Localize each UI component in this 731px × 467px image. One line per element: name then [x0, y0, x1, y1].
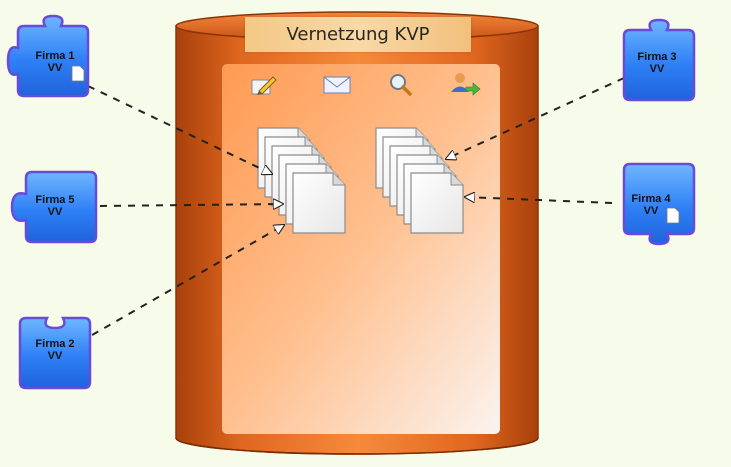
connector-firma2 [79, 225, 284, 343]
user-transfer-icon[interactable] [451, 73, 481, 96]
puzzle-firma2[interactable] [18, 316, 92, 390]
puzzle-firma1[interactable] [6, 14, 90, 98]
firma4-label: Firma 4 VV [616, 193, 686, 217]
connector-firma3 [446, 77, 625, 159]
firma5-sub: VV [47, 206, 63, 218]
firma4-sub: VV [643, 205, 659, 217]
firma5-name: Firma 5 [35, 194, 75, 206]
firma1-label: Firma 1 VV [20, 50, 90, 74]
connector-lines [79, 77, 625, 343]
connector-firma5 [99, 204, 283, 206]
document-fold [332, 173, 345, 186]
firma2-label: Firma 2 VV [20, 338, 90, 362]
edit-icon[interactable] [251, 76, 277, 95]
firma1-sub: VV [47, 62, 63, 74]
firma1-name: Firma 1 [35, 50, 75, 62]
puzzle-firma5[interactable] [10, 170, 98, 244]
puzzle-firma3[interactable] [622, 18, 696, 102]
firma5-label: Firma 5 VV [20, 194, 90, 218]
document-sheet [410, 172, 464, 234]
document-sheet [292, 172, 346, 234]
firma3-name: Firma 3 [637, 51, 677, 63]
search-icon[interactable] [390, 74, 412, 96]
firma3-sub: VV [649, 63, 665, 75]
firma2-name: Firma 2 [35, 338, 75, 350]
puzzle-firma4[interactable] [622, 162, 696, 246]
document-icon [71, 65, 85, 82]
document-stack-right [375, 127, 464, 234]
document-icon [666, 207, 680, 224]
document-fold [450, 173, 463, 186]
firma2-sub: VV [47, 350, 63, 362]
inner-panel [222, 64, 500, 434]
connector-firma1 [87, 85, 272, 174]
firma3-label: Firma 3 VV [622, 51, 692, 75]
connector-firma4 [465, 197, 613, 204]
mail-icon[interactable] [323, 76, 351, 94]
firma4-name: Firma 4 [631, 193, 671, 205]
diagram-title: Vernetzung KVP [245, 17, 471, 52]
